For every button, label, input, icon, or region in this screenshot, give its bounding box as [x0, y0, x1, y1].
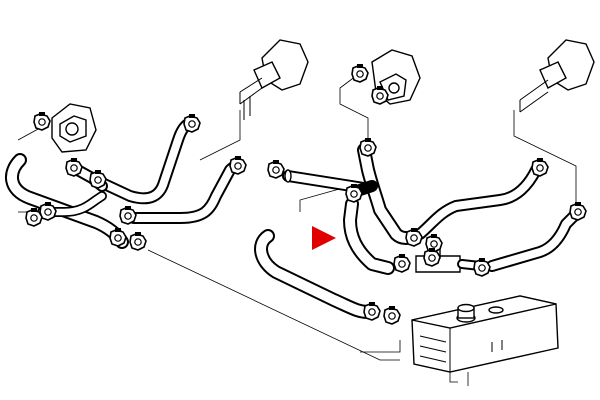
hose-clamp-icon — [473, 257, 491, 277]
hose-clamp-icon — [33, 111, 51, 131]
hose-clamp-icon — [383, 305, 401, 325]
hose-clamp-icon — [393, 253, 411, 273]
pointer-arrow-icon — [312, 226, 336, 250]
right-assembly — [254, 39, 595, 386]
expansion-tank-icon — [411, 295, 559, 386]
heater-valve-icon — [519, 39, 595, 113]
right-lower-hose — [254, 229, 375, 319]
hose-clamp-icon — [129, 231, 147, 251]
left-heater-hose-upper — [94, 116, 198, 205]
hose-clamp-icon — [351, 63, 369, 83]
hose-clamp-icon — [531, 157, 549, 177]
hose-clamp-icon — [65, 157, 83, 177]
right-tee-hose — [354, 143, 413, 245]
left-bypass-hose — [37, 191, 107, 217]
right-heater-hose-upper — [414, 164, 542, 240]
left-assembly — [5, 39, 400, 361]
hose-clamp-icon — [229, 155, 247, 175]
hose-clamp-icon — [183, 113, 201, 133]
hose-clamp-icon — [119, 205, 137, 225]
hose-clamp-icon — [109, 227, 127, 247]
hose-clamp-icon — [89, 169, 107, 189]
hose-clamp-icon — [569, 201, 587, 221]
heater-valve-icon — [239, 39, 309, 120]
hose-clamp-icon — [359, 137, 377, 157]
highlighted-hose — [343, 197, 395, 275]
hose-clamp-icon — [267, 159, 285, 179]
right-heater-hose-lower — [486, 206, 584, 272]
hose-clamp-icon — [363, 301, 381, 321]
thermostat-housing-icon — [51, 103, 97, 153]
